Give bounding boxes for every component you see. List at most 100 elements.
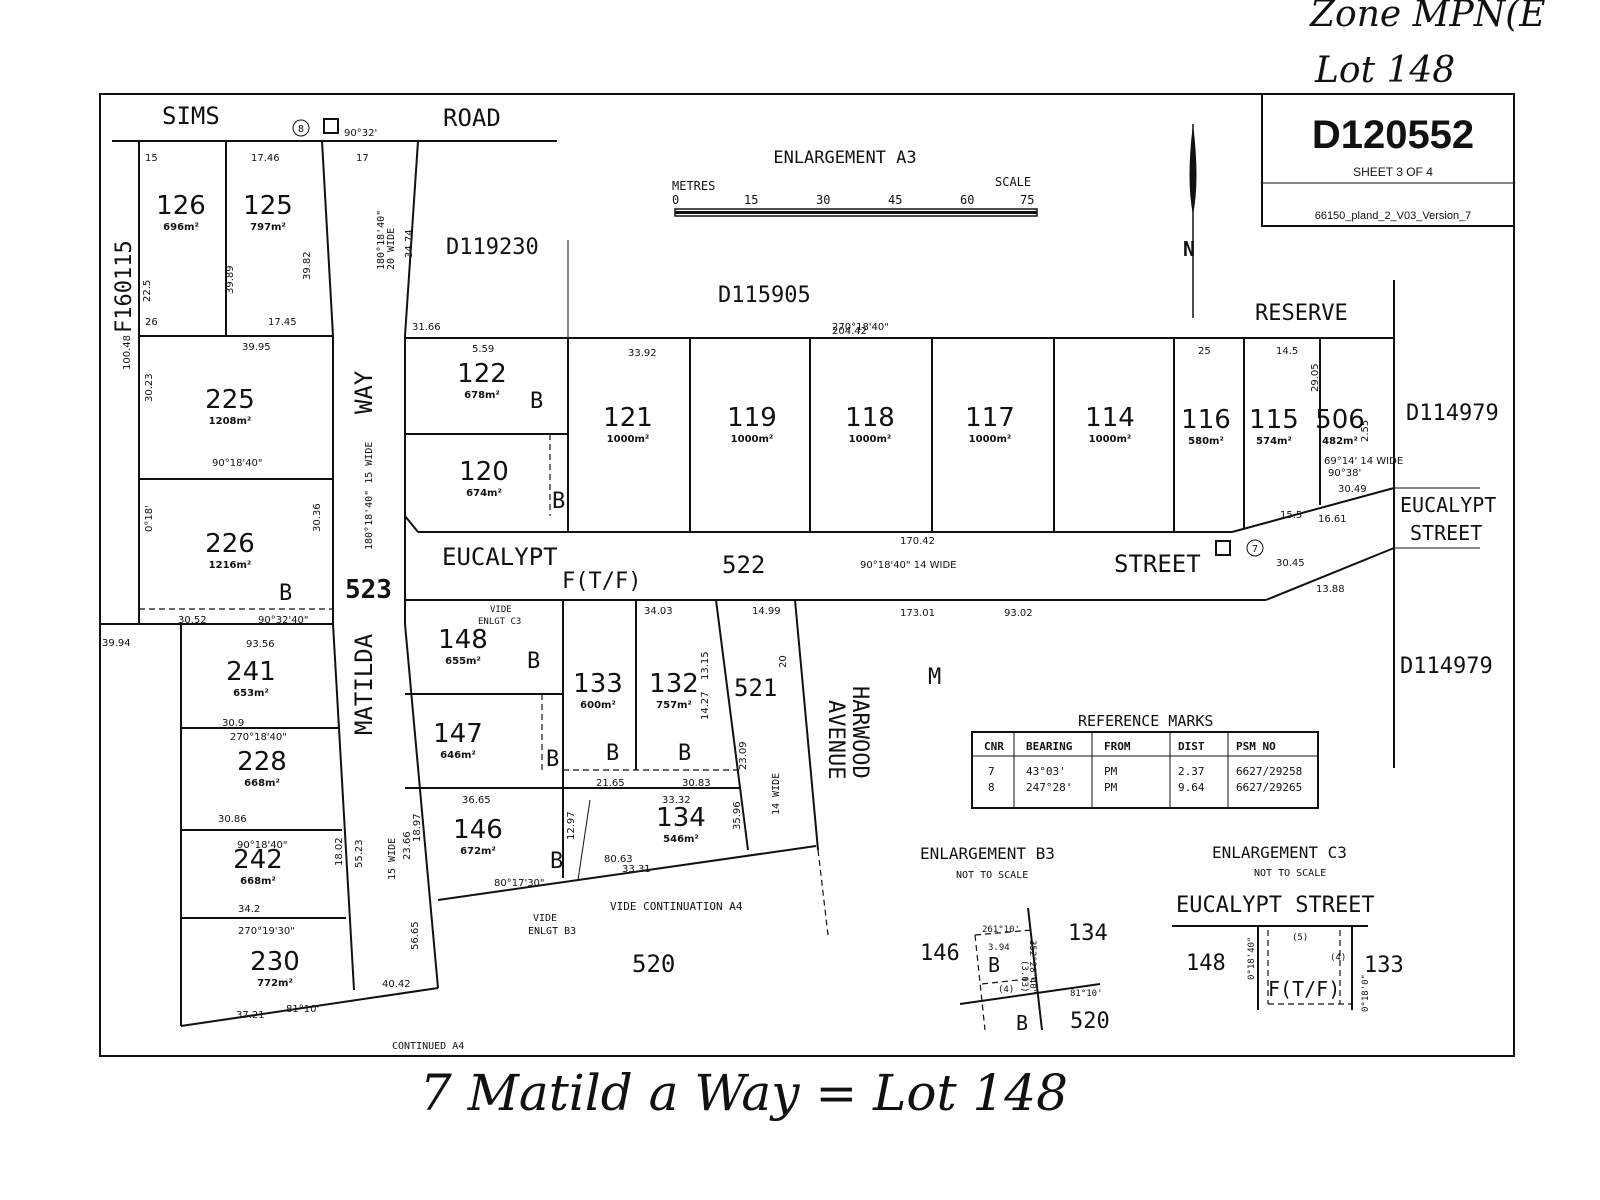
lot-area: 1000m² xyxy=(731,434,774,445)
easement-b-133: B xyxy=(606,741,619,766)
dimension-label: 81°10' xyxy=(286,1004,319,1015)
lot-m: M xyxy=(928,665,941,690)
dimension-label: 14.5 xyxy=(1276,346,1298,357)
vide-c3-1: VIDE xyxy=(490,605,512,615)
south-lot-lines xyxy=(405,599,829,936)
enlargement-b3-label: 3.94 xyxy=(988,943,1010,953)
dimension-label: 17.45 xyxy=(268,317,297,328)
dimension-label: 90°32' xyxy=(344,128,377,139)
scale-tick-label: 0 xyxy=(672,193,679,207)
dimension-label: 93.02 xyxy=(1004,608,1033,619)
reference-marks-table xyxy=(971,731,1319,809)
eucalypt-street-east-2: STREET xyxy=(1410,521,1482,545)
dimension-label: 0°18' xyxy=(144,505,155,532)
dimension-label: 34.2 xyxy=(238,904,260,915)
mark-8-square xyxy=(323,118,339,134)
dimension-label: 14.27 xyxy=(700,691,711,720)
reference-marks-cell: 9.64 xyxy=(1178,781,1205,794)
lot-number: 146 xyxy=(453,815,503,845)
enlargement-b3-label: (3.03) xyxy=(1019,960,1029,993)
enlargement-c3-sub: NOT TO SCALE xyxy=(1254,868,1326,879)
dimension-label: 20 xyxy=(778,655,789,668)
lot-number: 225 xyxy=(205,385,255,415)
lot-number: 125 xyxy=(243,191,293,221)
dimension-label: 13.88 xyxy=(1316,584,1345,595)
enlargement-b3-label: 352°28'40" xyxy=(1027,940,1037,994)
lot-area: 1216m² xyxy=(209,560,252,571)
dimension-label: 69°14' 14 WIDE xyxy=(1324,456,1403,467)
dimension-label: 23.09 xyxy=(738,741,749,770)
handwritten-lot: Lot 148 xyxy=(1314,50,1455,91)
reserve-label: RESERVE xyxy=(1255,301,1348,326)
sims-label: SIMS xyxy=(162,102,220,130)
lot-area: 482m² xyxy=(1322,436,1358,447)
title-block xyxy=(1261,93,1515,227)
north-lot-lines xyxy=(405,240,1321,532)
dimension-label: 30.9 xyxy=(222,718,244,729)
easement-b-120: B xyxy=(552,489,565,514)
continued-a4: CONTINUED A4 xyxy=(392,1041,464,1052)
enlargement-b3-label: B xyxy=(988,953,1000,977)
enlargement-c3-street: EUCALYPT STREET xyxy=(1176,893,1375,918)
vide-continuation: VIDE CONTINUATION A4 xyxy=(610,900,743,913)
enlargement-c3-drawing xyxy=(1172,925,1368,1010)
lot-number: 506 xyxy=(1315,405,1365,435)
dimension-label: 23.66 xyxy=(402,831,413,860)
sims-way-bearing: 180°18'40" xyxy=(376,210,387,270)
harwood-width: 14 WIDE xyxy=(771,773,782,815)
easement-b-147: B xyxy=(546,747,559,772)
lot-number: 228 xyxy=(237,747,287,777)
matilda-bearing: 180°18'40" 15 WIDE xyxy=(364,442,375,550)
scale-tick-label: 15 xyxy=(744,193,758,207)
dimension-label: 90°18'40" xyxy=(237,840,288,851)
dimension-label: 30.52 xyxy=(178,615,207,626)
dimension-label: 55.23 xyxy=(354,839,365,868)
handwritten-address: 7 Matild a Way = Lot 148 xyxy=(420,1064,1068,1122)
lot-area: 1208m² xyxy=(209,416,252,427)
lot-area: 1000m² xyxy=(849,434,892,445)
mark-7-square xyxy=(1215,540,1231,556)
lot-area: 1000m² xyxy=(1089,434,1132,445)
dimension-label: 18.97 xyxy=(412,813,423,842)
dimension-label: 31.66 xyxy=(412,322,441,333)
road-lot-523: 523 xyxy=(345,575,392,605)
enlargement-c3-label: (4) xyxy=(1330,953,1346,963)
lot-area: 757m² xyxy=(656,700,692,711)
scale-label: SCALE xyxy=(995,175,1031,189)
dimension-label: 40.42 xyxy=(382,979,411,990)
dimension-label: 12.97 xyxy=(566,811,577,840)
reference-marks-title: REFERENCE MARKS xyxy=(1078,712,1213,730)
dimension-label: 90°38' xyxy=(1328,468,1361,479)
dimension-label: 33.92 xyxy=(628,348,657,359)
lot-number: 242 xyxy=(233,845,283,875)
scale-bar xyxy=(674,208,1038,217)
dimension-label: 90°18'40" xyxy=(212,458,263,469)
matilda-width: 15 WIDE xyxy=(387,838,398,880)
lot-number: 119 xyxy=(727,403,777,433)
enlargement-b3-drawing xyxy=(959,907,1101,1031)
lot-number: 122 xyxy=(457,359,507,389)
enlargement-b3-sub: NOT TO SCALE xyxy=(956,870,1028,881)
reference-marks-header: BEARING xyxy=(1026,740,1073,753)
north-label: N xyxy=(1183,237,1195,261)
dimension-label: 90°32'40" xyxy=(258,615,309,626)
lot-area: 600m² xyxy=(580,700,616,711)
dimension-label: 30.83 xyxy=(682,778,711,789)
easement-ftf: F(T/F) xyxy=(562,569,641,594)
lot-number: 115 xyxy=(1249,405,1299,435)
dimension-label: 25 xyxy=(1198,346,1211,357)
lot-area: 797m² xyxy=(250,222,286,233)
eucalypt-street-east-1: EUCALYPT xyxy=(1400,493,1496,517)
dimension-label: 17.46 xyxy=(251,153,280,164)
lot-area: 696m² xyxy=(163,222,199,233)
lot-number: 117 xyxy=(965,403,1015,433)
dimension-label: 21.65 xyxy=(596,778,625,789)
enlargement-c3-label: 148 xyxy=(1186,951,1226,976)
vide-b3-2: ENLGT B3 xyxy=(528,926,576,937)
dimension-label: 14.99 xyxy=(752,606,781,617)
lot-number: 134 xyxy=(656,803,706,833)
file-name: 66150_pland_2_V03_Version_7 xyxy=(1315,210,1472,222)
lot-number: 121 xyxy=(603,403,653,433)
